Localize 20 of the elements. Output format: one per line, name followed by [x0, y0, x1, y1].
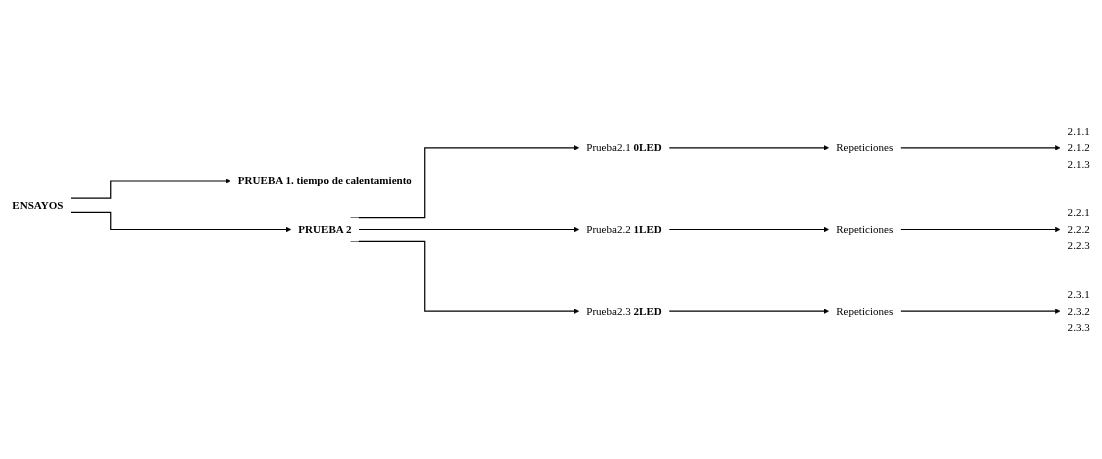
node-text: ENSAYOS	[12, 198, 64, 212]
node-text: Repeticiones	[836, 304, 894, 317]
arrow	[668, 226, 830, 233]
node-text: Prueba2.2 1LED	[586, 223, 662, 236]
arrow	[668, 308, 830, 314]
arrow	[668, 145, 830, 151]
node-text: PRUEBA 1. tiempo de calentamiento	[237, 174, 412, 187]
node-text: Prueba2.1 0LED	[586, 141, 662, 154]
node-text: 2.3.1 2.3.2 2.3.3	[1067, 288, 1090, 334]
arrow	[358, 226, 580, 233]
node-text: Repeticiones	[836, 223, 894, 236]
arrow	[900, 308, 1061, 314]
arrow	[900, 145, 1061, 151]
arrow	[70, 178, 231, 199]
node-text: Prueba2.3 2LED	[586, 304, 662, 317]
arrow	[70, 211, 292, 233]
node-text: 2.1.1 2.1.2 2.1.3	[1067, 124, 1090, 171]
arrow	[900, 226, 1061, 233]
node-text: 2.2.1 2.2.2 2.2.3	[1067, 206, 1090, 252]
node-text: Repeticiones	[836, 141, 894, 154]
